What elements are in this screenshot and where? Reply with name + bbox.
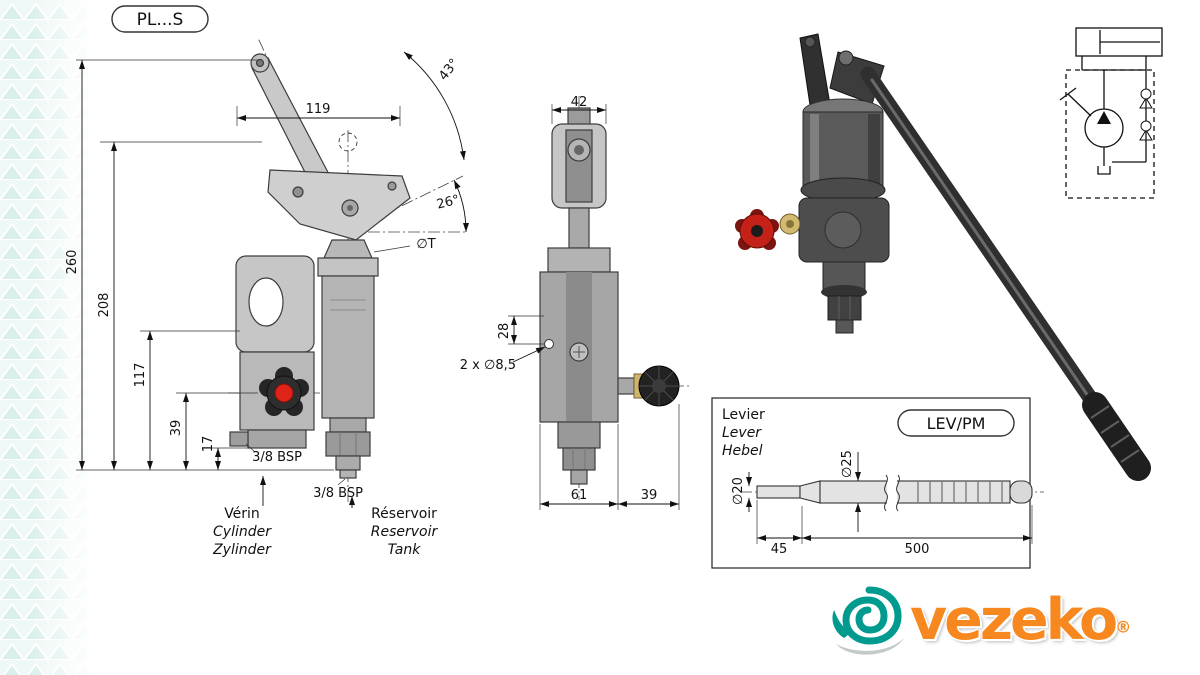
handle-head-plate	[267, 169, 411, 241]
dim-208: 208	[97, 293, 112, 318]
dim-28: 28	[497, 323, 512, 340]
side-pump-drawing	[539, 107, 680, 485]
handle-arm	[251, 57, 333, 191]
port-bottom-label: 3/8 BSP	[313, 486, 363, 501]
dim-45: 45	[771, 542, 788, 557]
vezeko-rose-icon	[832, 586, 904, 655]
label-reservoir-en: Reservoir	[371, 524, 439, 540]
side-view: 42 28 2 x ∅8,5 61 39	[460, 95, 690, 510]
front-view: PL...S	[65, 5, 470, 558]
iso-release-knob	[735, 209, 779, 250]
dim-61: 61	[571, 488, 588, 503]
schematic-cylinder	[1075, 27, 1163, 57]
dim-119: 119	[306, 102, 331, 117]
dim-17: 17	[201, 436, 216, 453]
lever-rod-drawing	[740, 474, 1044, 512]
dim-500: 500	[905, 542, 930, 557]
label-reservoir-fr: Réservoir	[371, 506, 437, 522]
label-cylinder: Cylinder	[213, 524, 272, 540]
dim-39: 39	[169, 420, 184, 437]
cylinder-port	[229, 431, 249, 447]
dim-117: 117	[133, 363, 148, 388]
front-dimensions: 260 208 117 39 17 119 43° 26°	[65, 51, 470, 558]
dim-dia20: ∅20	[731, 477, 746, 505]
lever-badge: LEV/PM	[897, 409, 1015, 437]
lever-badge-label: LEV/PM	[927, 414, 986, 433]
hydraulic-schematic	[1059, 27, 1163, 199]
tank-port	[339, 469, 357, 479]
dim-42: 42	[571, 95, 588, 110]
red-knob-center	[274, 383, 294, 403]
dim-39-side: 39	[641, 488, 658, 503]
label-verin: Vérin	[224, 506, 260, 522]
schematic-lever	[1059, 87, 1077, 101]
dim-dia25: ∅25	[840, 450, 855, 478]
iso-handle-grip	[1082, 392, 1151, 481]
schematic-tank	[1097, 166, 1111, 175]
front-pump-drawing	[229, 53, 411, 479]
dim-dia-t: ∅T	[416, 237, 435, 252]
release-knob	[259, 367, 309, 416]
lever-title-en: Lever	[722, 425, 762, 441]
schematic-check-valve-2	[1139, 120, 1153, 141]
registered-mark: ®	[1115, 617, 1132, 637]
dim-26deg: 26°	[435, 193, 461, 213]
iso-view	[735, 33, 1151, 481]
label-zylinder: Zylinder	[212, 542, 272, 558]
label-tank-de: Tank	[388, 542, 422, 558]
tank-connection-label: Réservoir Reservoir Tank	[371, 506, 439, 558]
schematic-check-valve-1	[1139, 88, 1153, 109]
side-dimensions: 42 28 2 x ∅8,5 61 39	[460, 95, 680, 510]
lever-dimensions: ∅20 ∅25 45 500	[731, 450, 1033, 557]
lever-title-fr: Levier	[722, 407, 765, 423]
model-badge: PL...S	[111, 5, 209, 33]
schematic-boundary	[1065, 69, 1155, 199]
logo-wordmark: vezeko	[910, 586, 1118, 653]
grip-ribs	[917, 482, 1003, 502]
mounting-hole	[544, 339, 554, 349]
lever-title-de: Hebel	[722, 443, 763, 459]
dim-holes: 2 x ∅8,5	[460, 358, 516, 373]
vezeko-logo: vezeko®	[830, 580, 1131, 660]
model-badge-label: PL...S	[137, 10, 184, 30]
dim-43deg: 43°	[436, 56, 462, 83]
dim-260: 260	[65, 250, 80, 275]
cylinder-connection-label: Vérin Cylinder Zylinder	[212, 506, 272, 558]
lever-detail-box: Levier Lever Hebel LEV/PM	[711, 397, 1044, 569]
port-top-label: 3/8 BSP	[252, 450, 302, 465]
pump-cylinder	[321, 275, 375, 419]
